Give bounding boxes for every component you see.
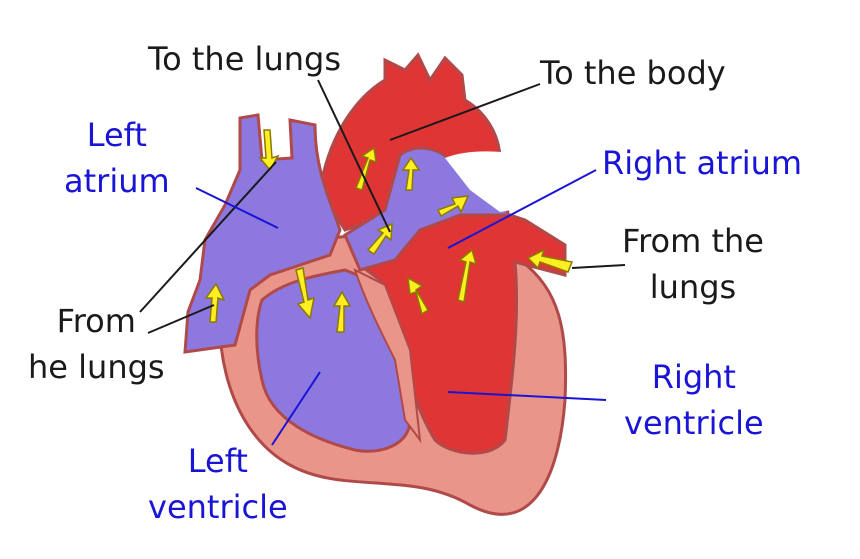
label-from-the-lungs-left: From he lungs <box>28 298 165 390</box>
label-right-ventricle-line2: ventricle <box>624 404 764 442</box>
label-left-ventricle-line1: Left <box>187 442 248 480</box>
label-from-the-lungs-right-line1: From the <box>622 222 764 260</box>
arrow-ao-1 <box>355 146 377 191</box>
leader-right-atrium <box>447 169 597 249</box>
label-to-the-body: To the body <box>540 54 726 92</box>
leader-right-ventricle <box>447 391 607 401</box>
arrow-lv-1 <box>295 267 315 320</box>
leader-left-ventricle <box>271 371 321 446</box>
leader-lines <box>139 79 626 334</box>
flow-arrows <box>204 129 574 333</box>
arrow-pa-2 <box>436 195 470 218</box>
septum <box>353 268 422 444</box>
left-ventricle-region <box>255 268 412 453</box>
leader-to-body <box>389 83 541 141</box>
label-right-ventricle-line1: Right <box>651 358 736 396</box>
arrow-lv-2 <box>332 290 352 333</box>
leader-left-atrium <box>195 187 279 229</box>
label-left-atrium-line2: atrium <box>64 162 170 200</box>
label-from-the-lungs-left-line1: From <box>56 302 136 340</box>
arrow-ra-1 <box>457 248 478 303</box>
label-right-atrium: Right atrium <box>602 144 803 182</box>
leader-to-lungs <box>317 79 391 233</box>
label-left-ventricle-line2: ventricle <box>148 488 288 526</box>
arrow-pa-1 <box>366 222 393 256</box>
label-left-atrium-line1: Left <box>86 116 147 154</box>
arrow-rv-1 <box>407 276 430 316</box>
arrow-pa-3 <box>401 156 421 191</box>
label-from-the-lungs-right: From the lungs <box>622 218 764 310</box>
label-from-the-lungs-right-line2: lungs <box>649 268 737 306</box>
leader-lines-blue <box>195 169 607 446</box>
label-to-the-lungs: To the lungs <box>148 40 341 78</box>
leader-from-lungs-left-1 <box>139 161 277 313</box>
label-from-the-lungs-left-line2: he lungs <box>28 348 165 386</box>
arrow-rv-2 <box>526 248 574 273</box>
label-left-ventricle: Left ventricle <box>148 438 288 530</box>
leader-from-lungs-left-2 <box>147 304 215 334</box>
arrow-la-left <box>204 282 226 323</box>
vessel-gap <box>445 151 545 212</box>
leader-from-lungs-right <box>571 264 626 269</box>
label-right-ventricle: Right ventricle <box>624 354 764 446</box>
left-atrium-region <box>183 113 342 354</box>
label-left-atrium: Left atrium <box>64 112 170 204</box>
